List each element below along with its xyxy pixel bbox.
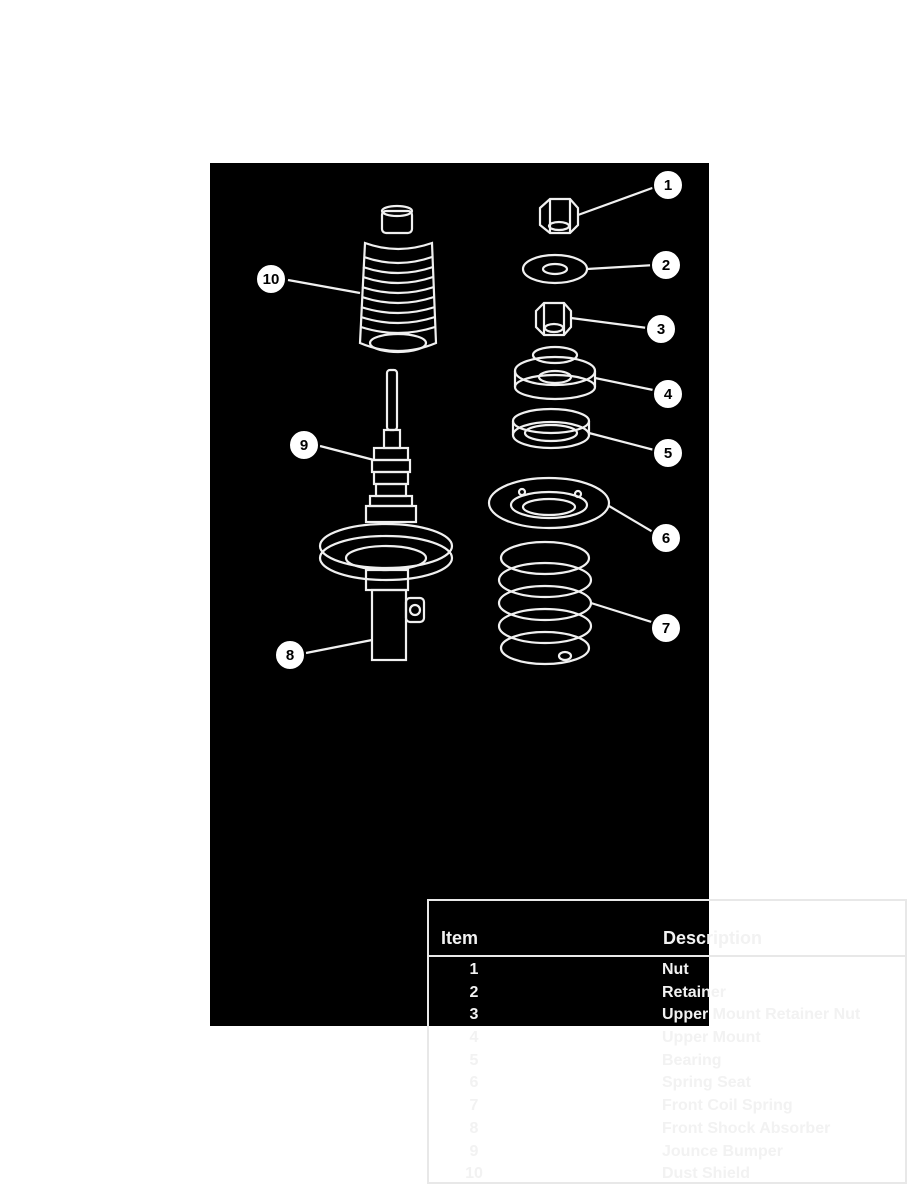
part-nut <box>538 197 580 235</box>
part-front-shock-absorber <box>318 368 454 662</box>
callout-group: 1 2 3 4 5 6 7 8 9 10 <box>255 169 684 671</box>
legend-rows: 1 Nut 2 Retainer 3 Upper Mount Retainer Nut… <box>429 959 905 1186</box>
callout-circle <box>650 249 682 281</box>
legend-item-number: 3 <box>469 1006 479 1024</box>
legend-item-description: Front Coil Spring <box>662 1097 793 1115</box>
legend-row: 7 Front Coil Spring <box>429 1095 905 1118</box>
exploded-strut-diagram: 1 2 3 4 5 6 7 8 9 10 <box>255 169 684 671</box>
callout-number: 2 <box>662 257 670 274</box>
legend-row: 9 Jounce Bumper <box>429 1141 905 1164</box>
part-spring-seat <box>487 476 611 530</box>
part-front-coil-spring <box>497 540 593 666</box>
callout-number: 7 <box>662 620 670 637</box>
legend-item-number: 8 <box>469 1119 479 1137</box>
callout-circle <box>652 169 684 201</box>
legend-item-description: Upper Mount Retainer Nut <box>662 1006 861 1024</box>
callout-number: 4 <box>664 386 673 403</box>
legend-item-number: 10 <box>465 1165 483 1183</box>
legend-item-description: Jounce Bumper <box>662 1142 783 1160</box>
legend-row: 1 Nut <box>429 959 905 982</box>
part-dust-shield <box>358 204 438 354</box>
callout-number: 5 <box>664 445 672 462</box>
part-bearing <box>511 407 591 450</box>
callout-number: 9 <box>300 437 308 454</box>
legend-item-number: 9 <box>469 1142 479 1160</box>
callout-circle <box>652 437 684 469</box>
callout-circle <box>650 612 682 644</box>
callout-circle <box>288 429 320 461</box>
callout-circle <box>650 522 682 554</box>
part-upper-mount-retainer-nut <box>534 301 573 337</box>
part-upper-mount <box>513 345 597 401</box>
part-retainer <box>521 253 589 285</box>
callout-number: 3 <box>657 321 665 338</box>
callout-circle <box>652 378 684 410</box>
callout-number: 6 <box>662 530 670 547</box>
legend-item-number: 4 <box>469 1029 479 1047</box>
legend-row: 6 Spring Seat <box>429 1072 905 1095</box>
callout-circle <box>274 639 306 671</box>
legend-item-number: 7 <box>469 1097 479 1115</box>
legend-row: 10 Dust Shield <box>429 1163 905 1186</box>
legend-row: 5 Bearing <box>429 1050 905 1073</box>
legend-item-description: Dust Shield <box>662 1165 751 1183</box>
legend-item-description: Retainer <box>662 983 727 1001</box>
legend-item-number: 6 <box>469 1074 479 1092</box>
legend-header: Item Description <box>429 901 905 957</box>
legend-item-description: Spring Seat <box>662 1074 751 1092</box>
callout-circle <box>645 313 677 345</box>
callout-number: 8 <box>286 647 294 664</box>
legend-header-item: Item <box>441 928 479 948</box>
legend-item-number: 5 <box>469 1051 479 1069</box>
leader-lines <box>287 185 659 655</box>
legend-item-number: 1 <box>469 961 479 978</box>
legend-item-description: Nut <box>662 961 689 978</box>
legend-item-description: Bearing <box>662 1051 722 1069</box>
legend-row: 4 Upper Mount <box>429 1027 905 1050</box>
legend-row: 3 Upper Mount Retainer Nut <box>429 1004 905 1027</box>
legend-item-number: 2 <box>469 983 479 1001</box>
legend-row: 2 Retainer <box>429 982 905 1005</box>
callout-circle <box>255 263 287 295</box>
callout-number: 1 <box>664 177 672 194</box>
legend-item-description: Front Shock Absorber <box>662 1119 831 1137</box>
callout-number: 10 <box>263 271 280 288</box>
legend-row: 8 Front Shock Absorber <box>429 1118 905 1141</box>
legend-item-description: Upper Mount <box>662 1029 761 1047</box>
legend-header-description: Description <box>663 928 763 948</box>
